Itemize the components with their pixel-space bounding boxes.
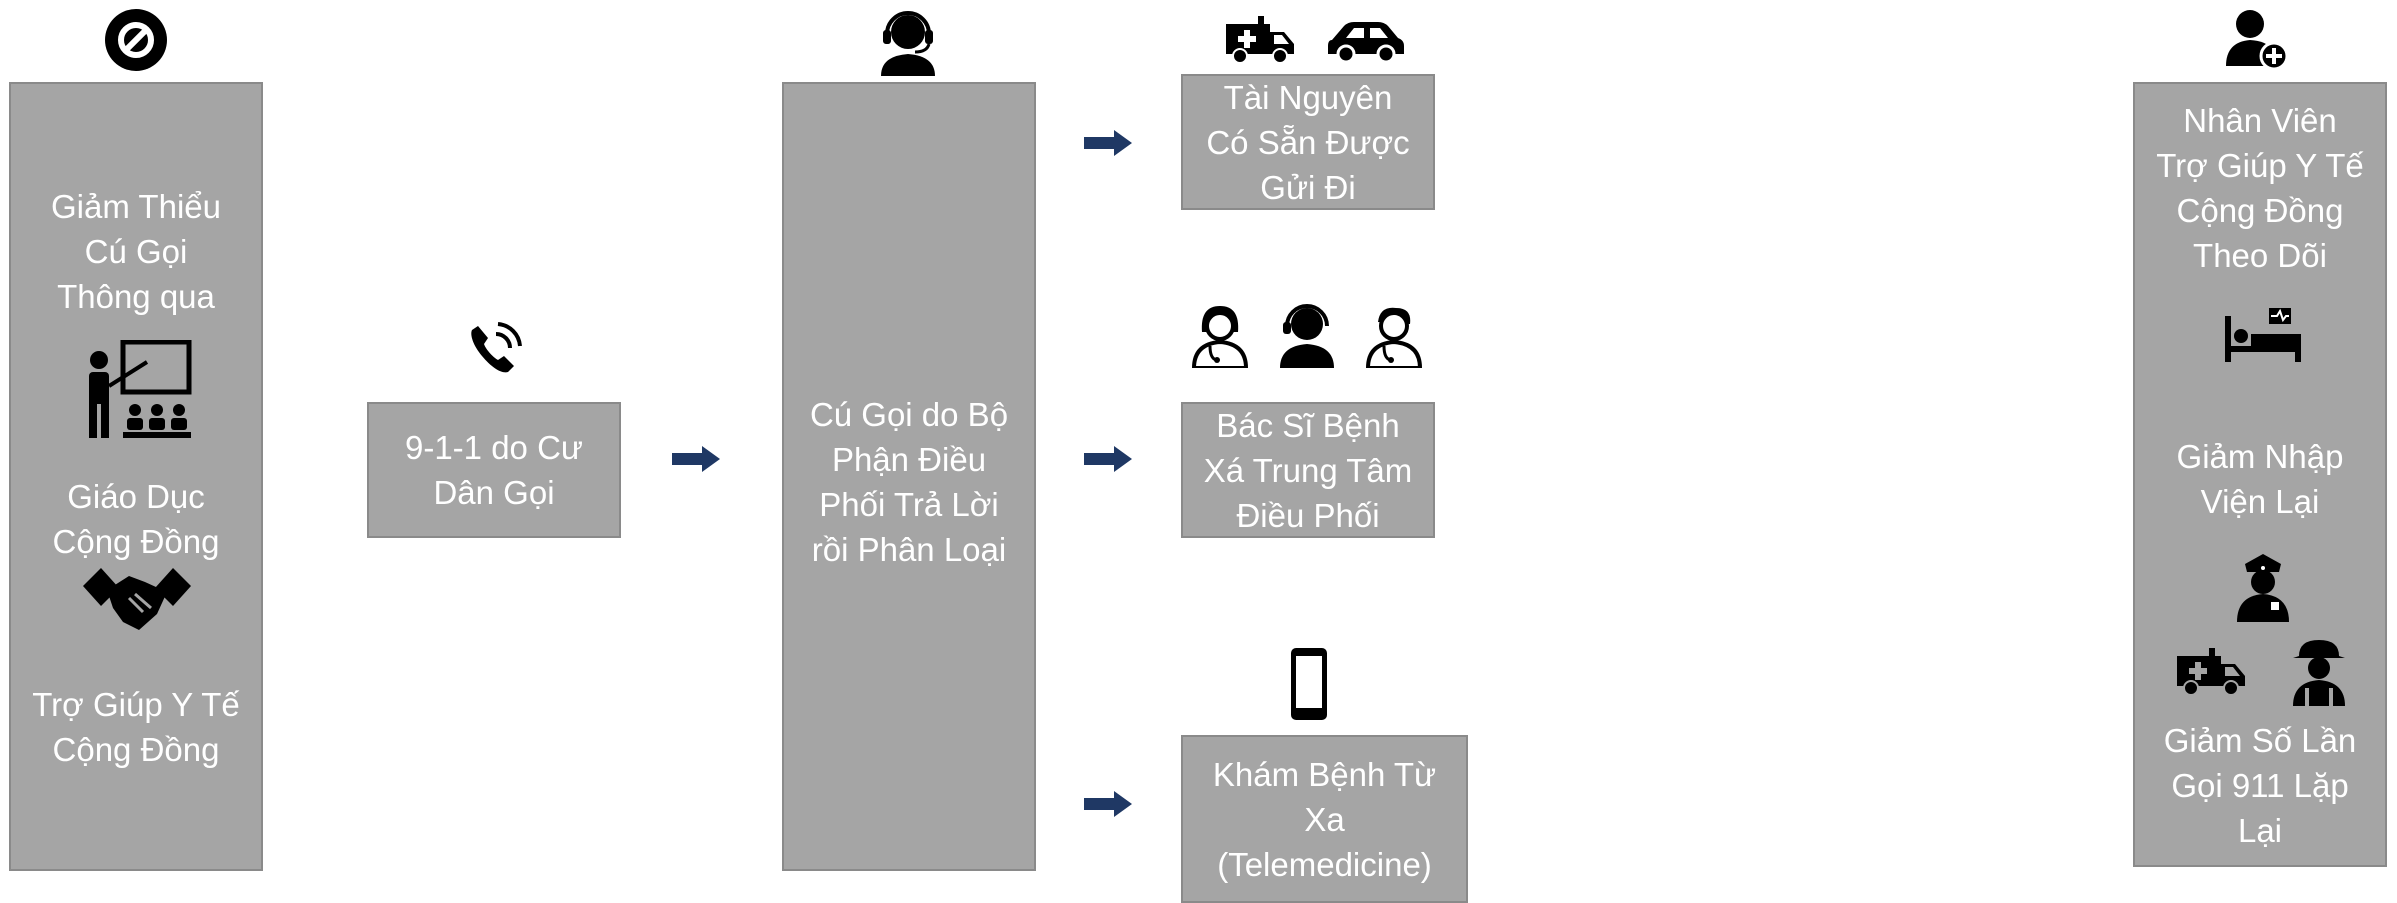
education-line2: Cộng Đồng [52, 523, 220, 560]
resources-box: Tài Nguyên Có Sẵn Được Gửi Đi [1181, 74, 1435, 210]
female-doctor-icon [1192, 302, 1248, 368]
prevention-box: Giảm Thiểu Cú Gọi Thông qua Giáo Dục Cộn… [9, 82, 263, 871]
arrow-icon [672, 446, 720, 472]
physician-line1: Bác Sĩ Bệnh [1216, 406, 1400, 444]
prevention-line1: Giảm Thiểu [51, 188, 221, 225]
arrow-icon [1084, 446, 1132, 472]
dispatch-line1: Cú Gọi do Bộ [809, 396, 1009, 433]
firefighter-icon [2291, 636, 2347, 706]
teacher-icon [83, 340, 195, 440]
physician-line3: Điều Phối [1236, 496, 1380, 534]
add-user-icon [2226, 8, 2288, 70]
male-doctor-icon [1366, 302, 1422, 368]
dispatch-line4: rồi Phân Loại [811, 531, 1007, 568]
followup-line3: Cộng Đồng [2176, 192, 2344, 229]
followup-box: Nhân Viên Trợ Giúp Y Tế Cộng Đồng Theo D… [2133, 82, 2387, 867]
arrow-icon [1084, 791, 1132, 817]
phone-ringing-icon [466, 320, 526, 378]
telemedicine-box: Khám Bệnh Từ Xa (Telemedicine) [1181, 735, 1468, 903]
community-line2: Cộng Đồng [52, 731, 220, 768]
operator-icon [1278, 302, 1336, 368]
police-officer-icon [2235, 550, 2291, 622]
education-line1: Giáo Dục [67, 478, 205, 515]
dispatch-box: Cú Gọi do Bộ Phận Điều Phối Trả Lời rồi … [782, 82, 1036, 871]
prevention-line3: Thông qua [57, 278, 215, 315]
prevention-line2: Cú Gọi [84, 233, 188, 270]
smartphone-icon [1289, 646, 1329, 722]
physician-line2: Xá Trung Tâm [1203, 451, 1413, 489]
ambulance-icon [2177, 646, 2245, 696]
readmit-line1: Giảm Nhập [2176, 438, 2344, 475]
community-line1: Trợ Giúp Y Tế [32, 686, 240, 723]
telemedicine-line1: Khám Bệnh Từ [1212, 755, 1437, 793]
headset-operator-icon [877, 10, 939, 76]
readmit-line2: Viện Lại [2200, 483, 2320, 520]
repeat-line1: Giảm Số Lần [2163, 722, 2357, 759]
car-icon [1328, 20, 1404, 64]
hospital-bed-icon [2225, 306, 2301, 362]
telemedicine-line2: Xa [1304, 800, 1345, 838]
telemedicine-line3: (Telemedicine) [1217, 845, 1432, 883]
dispatch-line2: Phận Điều [831, 441, 987, 478]
resources-line3: Gửi Đi [1260, 168, 1356, 206]
resources-line2: Có Sẵn Được [1206, 123, 1410, 161]
physician-box: Bác Sĩ Bệnh Xá Trung Tâm Điều Phối [1181, 402, 1435, 538]
dispatch-line3: Phối Trả Lời [819, 486, 999, 523]
followup-line1: Nhân Viên [2183, 102, 2337, 139]
call-line1: 9-1-1 do Cư [404, 429, 583, 466]
repeat-line3: Lại [2237, 812, 2283, 849]
no-sign-icon [104, 8, 168, 72]
handshake-icon [83, 568, 191, 636]
followup-line4: Theo Dõi [2193, 237, 2327, 274]
ambulance-icon [1226, 14, 1294, 64]
followup-line2: Trợ Giúp Y Tế [2156, 147, 2364, 184]
call-box: 9-1-1 do Cư Dân Gọi [367, 402, 621, 538]
arrow-icon [1084, 130, 1132, 156]
resources-line1: Tài Nguyên [1223, 78, 1393, 116]
call-line2: Dân Gọi [433, 474, 555, 511]
repeat-line2: Gọi 911 Lặp [2171, 767, 2349, 804]
